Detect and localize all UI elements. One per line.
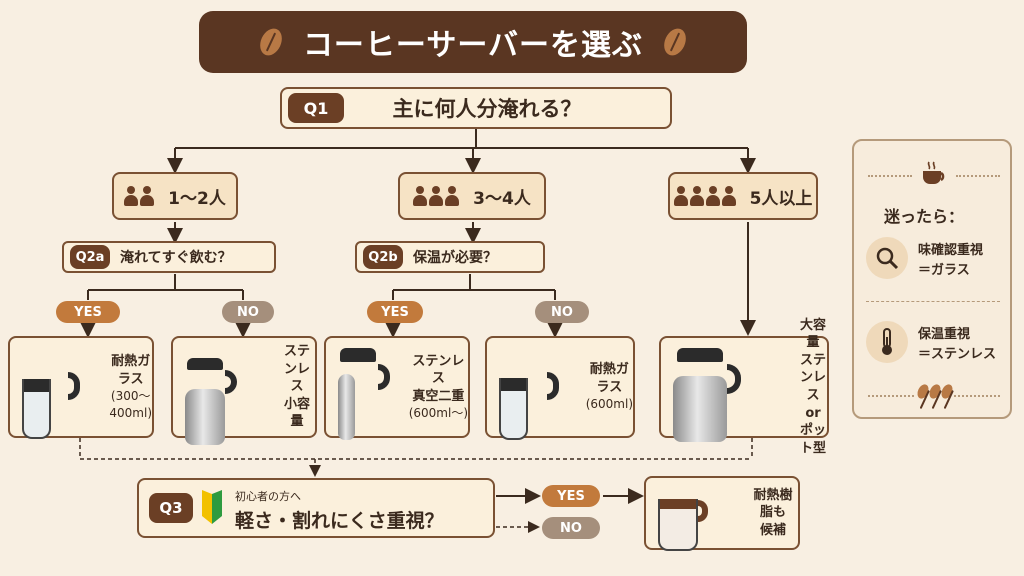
group-3-4-people: 3〜4人 [398, 172, 546, 220]
option-glass-large: 耐熱ガラス (600ml) [485, 336, 635, 440]
group-label: 3〜4人 [473, 188, 531, 209]
q3-text: 軽さ・割れにくさ重視？ [235, 510, 444, 532]
glass-server-icon [22, 379, 52, 439]
page-title: コーヒーサーバーを選ぶ [199, 11, 747, 73]
q2b-tag: Q2b [363, 245, 403, 269]
people-icon [673, 186, 736, 206]
yes-badge: YES [367, 301, 423, 323]
group-1-2-people: 1〜2人 [112, 172, 238, 220]
option-glass-small: 耐熱ガラス (300〜400ml) [8, 336, 154, 439]
result-sub: 候補 [759, 522, 786, 538]
group-label: 5人以上 [749, 188, 813, 209]
people-icon [413, 186, 460, 206]
option-sub: (600ml〜) [408, 406, 468, 421]
beginner-mark-icon [202, 490, 222, 524]
option-label: 耐熱ガラス [111, 354, 151, 387]
coffee-cup-icon [920, 159, 948, 187]
q2b-text: 保温が必要？ [413, 250, 497, 266]
question-2b-box: Q2b 保温が必要？ [355, 241, 545, 273]
search-icon [866, 237, 908, 279]
group-5-plus-people: 5人以上 [668, 172, 818, 220]
stainless-pot-icon [673, 376, 727, 442]
q1-text: 主に何人分淹れる？ [392, 97, 582, 121]
option-steel-vacuum: ステンレス 真空二重 (600ml〜) [324, 336, 470, 440]
coffee-bean-icon [660, 25, 691, 59]
coffee-bean-icon [255, 25, 286, 59]
title-text: コーヒーサーバーを選ぶ [302, 28, 644, 63]
option-steel-small: ステンレス 小容量 [171, 336, 317, 445]
question-2a-box: Q2a 淹れてすぐ飲む？ [62, 241, 276, 273]
no-badge: NO [535, 301, 589, 323]
option-label: 大容量 [799, 317, 826, 351]
option-sub: ポット型 [799, 423, 826, 456]
group-label: 1〜2人 [168, 188, 226, 209]
option-sub: 真空二重 [412, 388, 465, 404]
option-sub: ステンレス [799, 352, 826, 403]
resin-server-icon [658, 499, 698, 551]
stainless-server-icon [185, 389, 225, 445]
q2a-text: 淹れてすぐ飲む？ [120, 250, 232, 266]
q3-small-text: 初心者の方へ [235, 490, 301, 503]
tip-2-label: 保温重視 [918, 327, 971, 342]
question-3-box: Q3 初心者の方へ 軽さ・割れにくさ重視？ [137, 478, 495, 538]
option-sub: (300〜400ml) [109, 389, 152, 420]
tip-1-label: 味確認重視 [918, 243, 984, 258]
question-1-box: Q1 主に何人分淹れる？ [280, 87, 672, 129]
tips-panel: 迷ったら： 味確認重視 ＝ガラス 保温重視 ＝ステンレス [852, 139, 1012, 419]
glass-server-icon [499, 378, 528, 440]
tip-1-value: ＝ガラス [918, 262, 970, 278]
option-sub: 小容量 [283, 396, 310, 430]
option-label: 耐熱ガラス [589, 362, 629, 395]
q3-tag: Q3 [149, 493, 193, 523]
option-label: ステンレス [283, 344, 310, 395]
result-resin-card: 耐熱樹脂も 候補 [644, 476, 800, 551]
option-sub: (600ml) [585, 397, 633, 412]
stainless-server-icon [338, 374, 355, 440]
tip-2-value: ＝ステンレス [918, 346, 997, 362]
q3-no-badge: NO [542, 517, 600, 539]
people-icon [124, 186, 155, 206]
tips-heading: 迷ったら： [884, 207, 965, 226]
thermometer-icon [866, 321, 908, 363]
no-badge: NO [222, 301, 274, 323]
option-label: ステンレス [412, 353, 465, 387]
q2a-tag: Q2a [70, 245, 110, 269]
coffee-beans-icon [915, 382, 955, 403]
yes-badge: YES [56, 301, 120, 323]
option-sub: or [805, 405, 821, 421]
option-large-capacity: 大容量 ステンレス or ポット型 [659, 318, 829, 456]
result-label: 耐熱樹脂も [753, 487, 793, 521]
q3-yes-badge: YES [542, 485, 600, 507]
q1-tag: Q1 [288, 93, 344, 123]
